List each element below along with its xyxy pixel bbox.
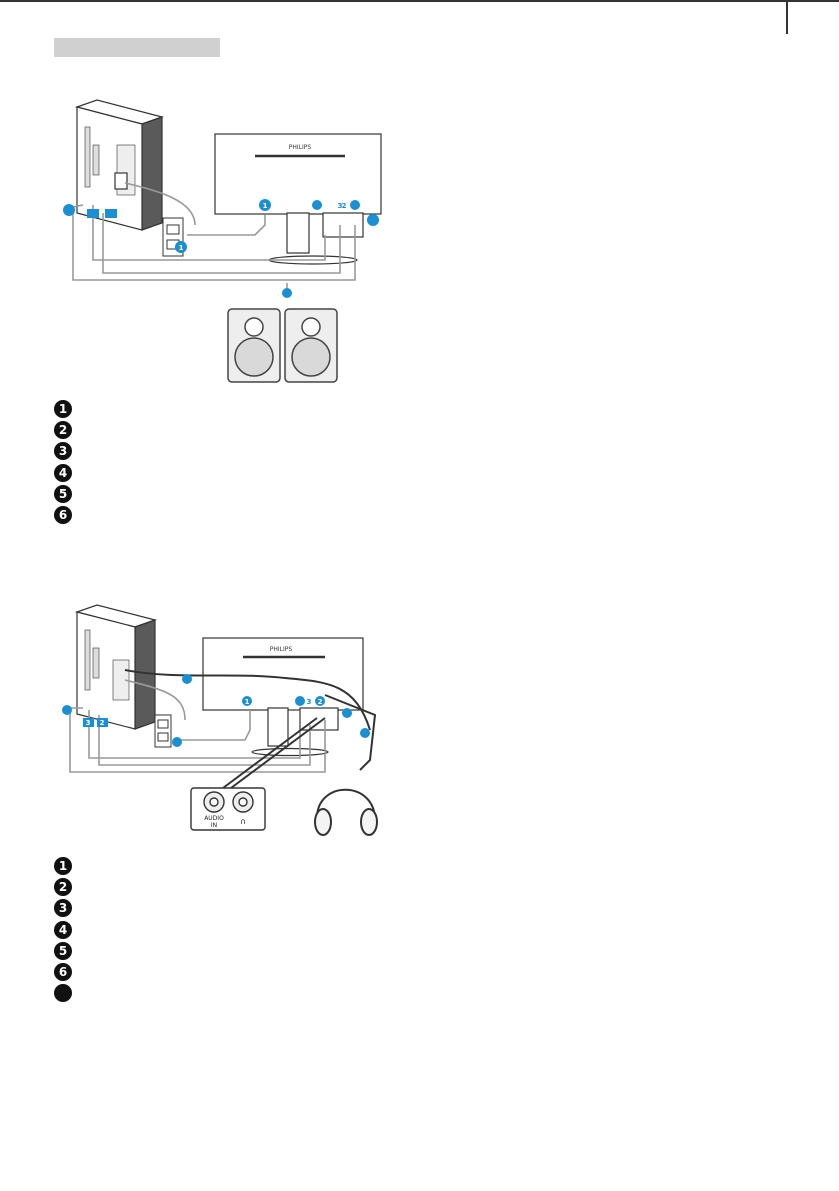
- list-item: 2: [54, 876, 80, 897]
- number-badge: 3: [54, 442, 72, 461]
- cables: [72, 182, 356, 290]
- page-edge-tick: [786, 0, 788, 34]
- list-item: 4: [54, 919, 80, 940]
- audio-cables: [124, 669, 377, 789]
- number-badge: 5: [54, 941, 72, 960]
- number-badge: [54, 984, 72, 1003]
- callout-3: 3: [338, 202, 343, 210]
- number-badge: 6: [54, 963, 72, 982]
- section-heading-bar: [54, 38, 220, 57]
- number-badge: 6: [54, 506, 72, 525]
- number-badge: 4: [54, 920, 72, 939]
- audio-in-label: AUDIO: [204, 815, 224, 822]
- list-item: 5: [54, 483, 80, 504]
- audio-in-label-2: IN: [211, 822, 217, 829]
- number-badge: 2: [54, 420, 72, 439]
- connection-diagram-headphones: PHILIPS 3 2 1 3 2 AU: [62, 604, 378, 836]
- number-badge: 3: [54, 899, 72, 918]
- brand-label: PHILIPS: [270, 646, 293, 653]
- power-outlet: [154, 714, 172, 748]
- list-item: 1: [54, 398, 80, 419]
- legend-list-1: 1 2 3 4 5 6: [54, 398, 80, 526]
- connection-diagram-speakers: PHILIPS 1 3 2 1: [63, 99, 382, 383]
- list-item: 6: [54, 504, 80, 525]
- callout-1: 1: [263, 202, 268, 210]
- number-badge: 1: [54, 856, 72, 875]
- callout-2: 2: [342, 202, 347, 210]
- speakers: [227, 308, 338, 383]
- callout-1: 1: [245, 698, 250, 706]
- audio-port-panel: [190, 787, 266, 831]
- pc-tower: [74, 604, 158, 730]
- pc-tower: [74, 99, 165, 231]
- callout-markers: [63, 199, 379, 298]
- legend-list-2: 1 2 3 4 5 6: [54, 855, 80, 1004]
- callout-3b: 3: [307, 698, 312, 706]
- number-badge: 4: [54, 463, 72, 482]
- list-item: 4: [54, 462, 80, 483]
- number-badge: 2: [54, 877, 72, 896]
- callout-2: 2: [100, 719, 105, 727]
- callout-3: 3: [86, 719, 91, 727]
- number-badge: 1: [54, 399, 72, 418]
- list-item: 3: [54, 898, 80, 919]
- list-item: 6: [54, 961, 80, 982]
- monitor-rear: [214, 133, 382, 265]
- callout-2b: 2: [318, 698, 323, 706]
- list-item: [54, 983, 80, 1004]
- brand-label: PHILIPS: [289, 144, 312, 151]
- list-item: 2: [54, 419, 80, 440]
- list-item: 3: [54, 441, 80, 462]
- callout-1b: 1: [179, 244, 184, 252]
- number-badge: 5: [54, 484, 72, 503]
- monitor-rear: [202, 637, 364, 757]
- headphones: [314, 788, 378, 836]
- cables: [69, 679, 326, 773]
- list-item: 1: [54, 855, 80, 876]
- page-top-line: [0, 0, 839, 2]
- headphone-port-label: ∩: [240, 817, 246, 826]
- callout-markers: [62, 674, 370, 747]
- list-item: 5: [54, 940, 80, 961]
